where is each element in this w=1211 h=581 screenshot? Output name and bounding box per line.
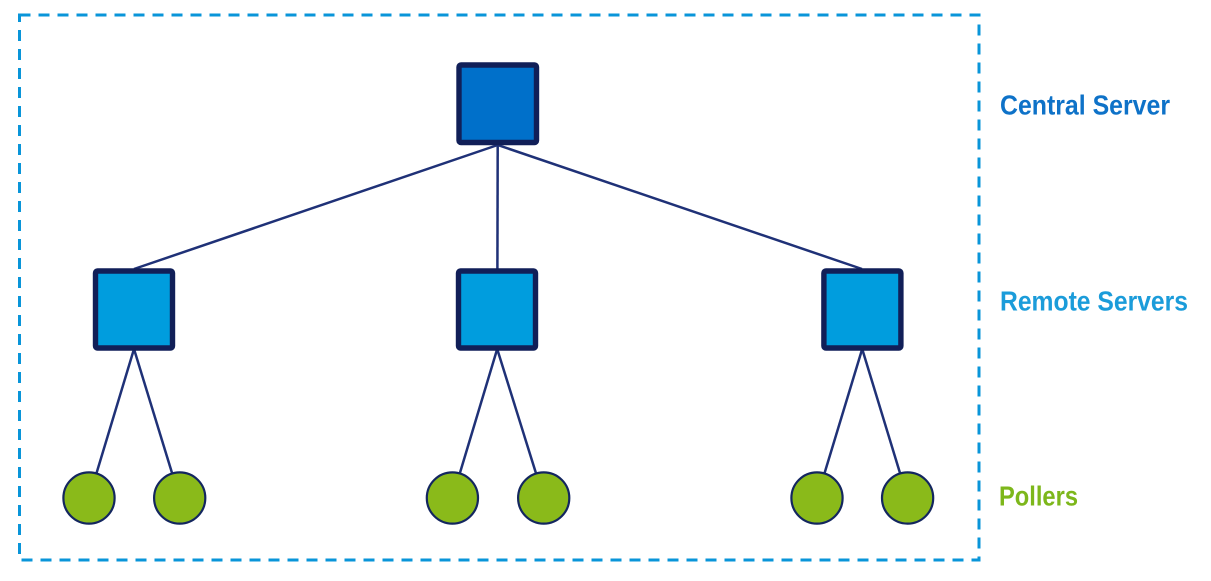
svg-text:Remote Servers: Remote Servers xyxy=(1000,286,1188,317)
svg-text:Central Server: Central Server xyxy=(1000,90,1170,121)
svg-text:Pollers: Pollers xyxy=(999,481,1078,512)
